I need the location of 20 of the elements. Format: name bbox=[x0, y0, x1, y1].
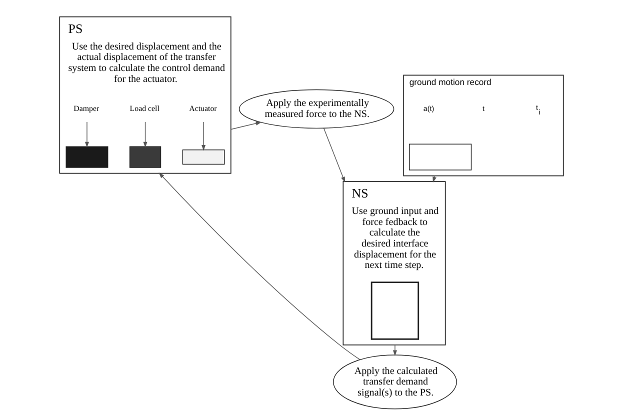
node-ellipse: Apply the experimentally measured force to the NS. bbox=[238, 89, 394, 129]
node-text: Damper bbox=[73, 104, 99, 113]
node-box bbox=[65, 146, 108, 168]
arrow bbox=[84, 122, 88, 148]
node-ellipse: Apply the calculated transfer demand signal(s) to the PS. bbox=[332, 354, 456, 410]
cluster: NS Use ground input and force fedback to calculate the desired interface displacement for the next time step. bbox=[342, 181, 446, 346]
arrow bbox=[201, 122, 206, 151]
arrow bbox=[158, 172, 360, 360]
node-box bbox=[370, 282, 419, 340]
arrow bbox=[392, 344, 396, 356]
arrow bbox=[323, 128, 345, 183]
label: a(t) bbox=[422, 104, 434, 113]
arrow bbox=[230, 121, 262, 130]
node-box bbox=[408, 144, 472, 170]
arrow bbox=[142, 122, 147, 148]
node-box bbox=[182, 150, 224, 165]
node-text: Load cell bbox=[129, 104, 159, 113]
label: t bbox=[482, 104, 484, 113]
node-text: Actuator bbox=[188, 104, 216, 113]
node-box bbox=[128, 146, 161, 168]
